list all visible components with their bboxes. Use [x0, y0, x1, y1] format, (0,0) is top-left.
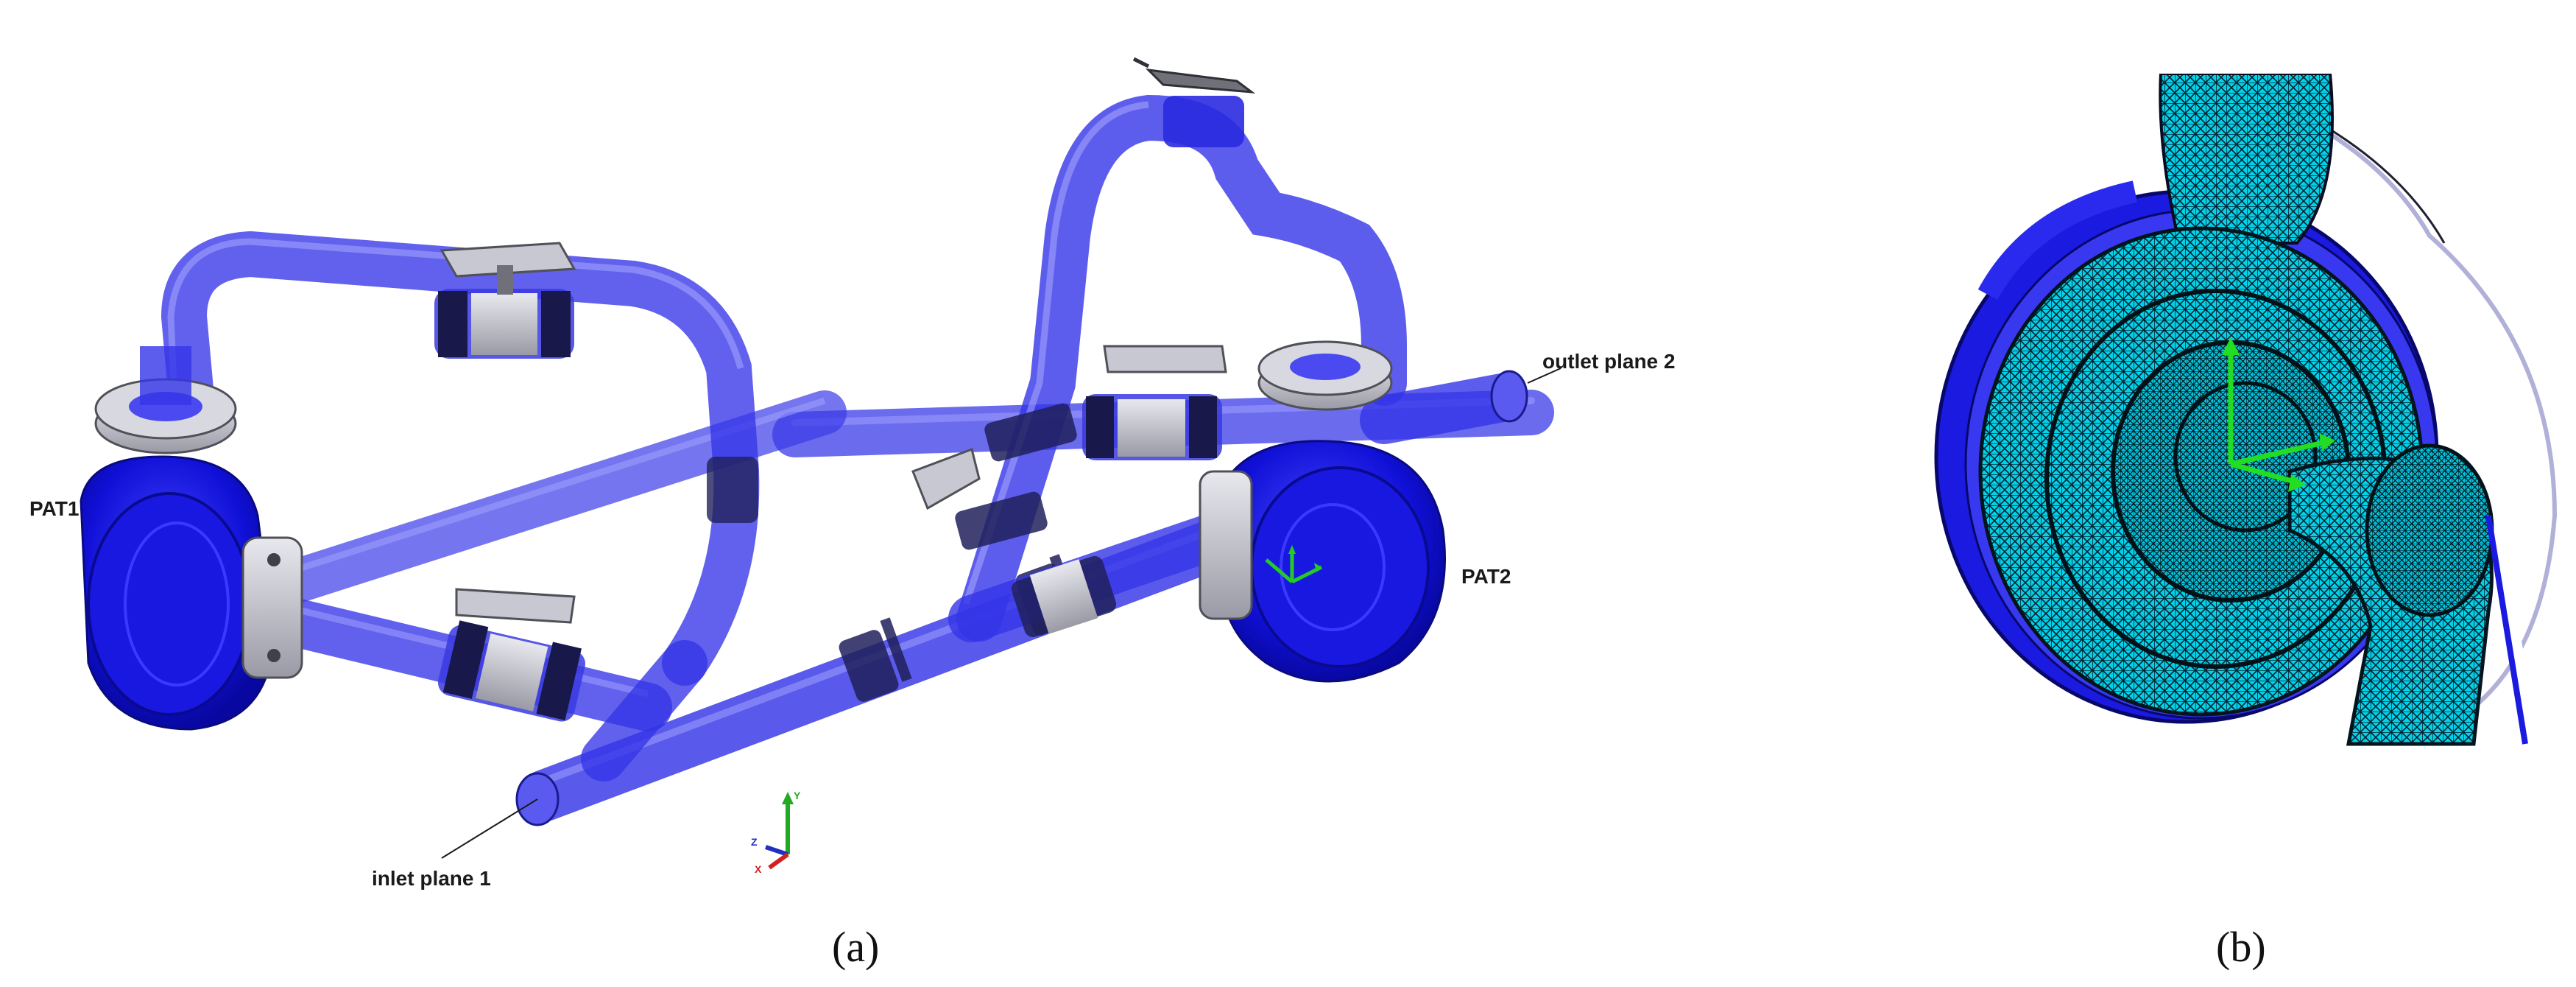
- caption-a: (a): [832, 923, 879, 971]
- label-outlet-plane: outlet plane 2: [1527, 350, 1675, 384]
- pat1-pump: [80, 455, 303, 731]
- svg-text:X: X: [755, 863, 762, 875]
- pat2-local-axes: [1265, 545, 1323, 584]
- svg-text:PAT1: PAT1: [29, 497, 79, 520]
- pat1-top-flange: [94, 346, 237, 454]
- pipe-left-loop: [160, 231, 760, 686]
- global-axis-triad: Y Z X: [751, 790, 801, 875]
- valve-center-right: [1082, 345, 1227, 460]
- valve-upper-left: [434, 242, 576, 359]
- pipe-right-loop: [911, 57, 1407, 642]
- svg-text:Y: Y: [794, 790, 801, 801]
- label-pat2: PAT2: [1461, 565, 1511, 588]
- pipe-center-crossing: [581, 457, 758, 781]
- caption-b: (b): [2216, 923, 2266, 971]
- pat2-top-flange: [1257, 340, 1393, 411]
- label-pat1: PAT1: [29, 497, 79, 520]
- svg-text:outlet plane 2: outlet plane 2: [1542, 350, 1675, 373]
- panel-b-mesh: [1914, 74, 2569, 751]
- pipe-lower-left: [255, 588, 672, 731]
- svg-text:PAT2: PAT2: [1461, 565, 1511, 588]
- label-inlet-plane: inlet plane 1: [372, 798, 538, 890]
- mesh-axis-triad: [2222, 337, 2335, 492]
- panel-a-assembly: PAT1 PAT2 inlet plane 1 outlet plane 2 Y…: [29, 57, 1675, 971]
- svg-text:Z: Z: [751, 836, 758, 848]
- pat2-pump: [1199, 440, 1446, 683]
- svg-text:inlet plane 1: inlet plane 1: [372, 867, 491, 890]
- pipe-outlet: [1360, 370, 1528, 444]
